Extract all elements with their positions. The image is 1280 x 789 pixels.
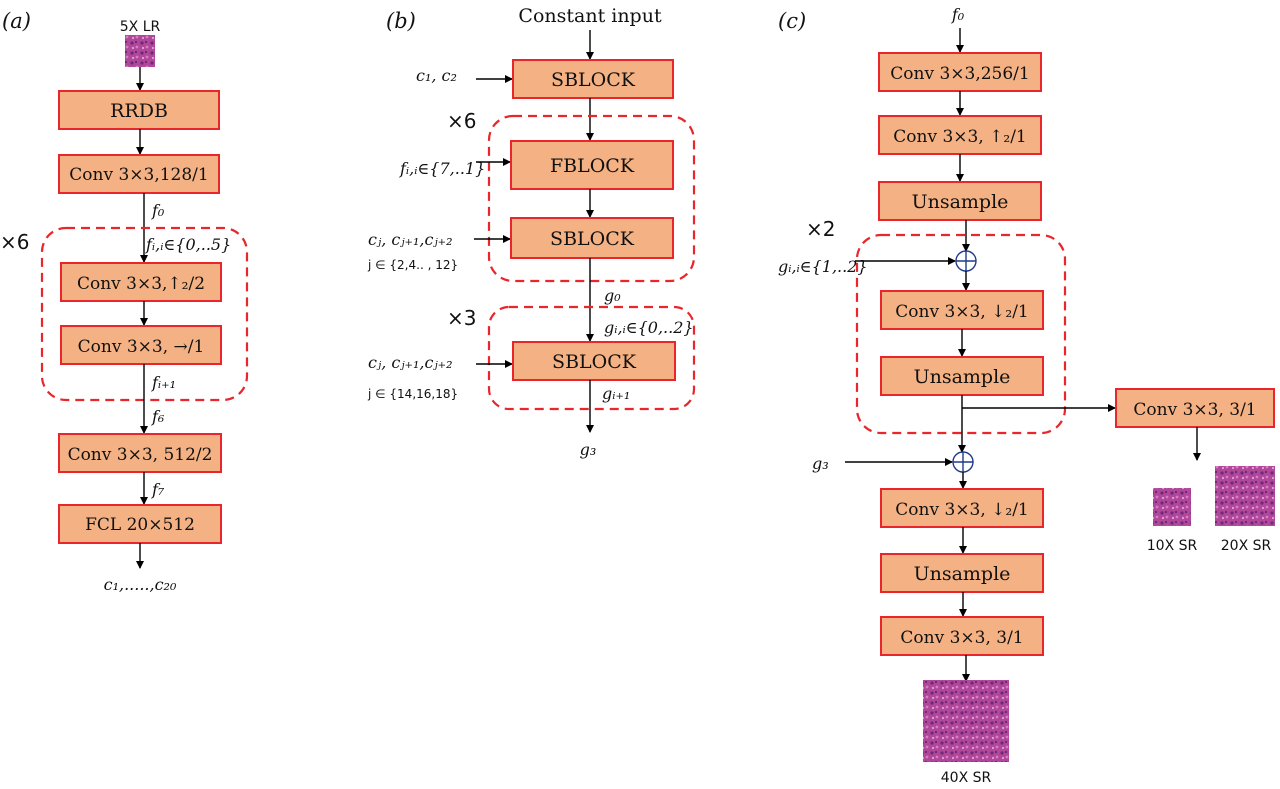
panel-a: (a) 5X LR RRDB Conv 3×3,128/1 f₀ ×6 fᵢ,ᵢ… (0, 9, 249, 594)
cj1-label: cⱼ, cⱼ₊₁,cⱼ₊₂ (368, 230, 453, 249)
repeat-2-label: ×2 (806, 217, 835, 241)
conv-512-label: Conv 3×3, 512/2 (68, 445, 213, 465)
conv-128-label: Conv 3×3,128/1 (69, 165, 208, 185)
unsample-3-block (880, 553, 1044, 593)
sr-10x-image (1153, 488, 1191, 526)
f0-c-label: f₀ (951, 5, 965, 24)
fi-b-label: fᵢ,ᵢ∈{7,..1} (399, 159, 485, 178)
sblock-3 (512, 341, 676, 381)
gi-b-label: gᵢ,ᵢ∈{0,..2} (604, 318, 694, 337)
sblock-2-label: SBLOCK (550, 228, 635, 250)
gi1-label: gᵢ₊₁ (602, 384, 630, 403)
conv-final-block (880, 616, 1044, 656)
repeat-group-b2 (487, 305, 696, 411)
repeat-group-c (855, 233, 1067, 435)
sblock-1 (512, 59, 674, 99)
rrdb-block (58, 90, 220, 130)
unsample-1-label: Unsample (912, 191, 1009, 213)
conv-down-2-label: Conv 3×3, ↓₂/1 (895, 500, 1029, 520)
repeat-group-b1 (487, 114, 696, 283)
f0-label: f₀ (151, 201, 165, 220)
conv-final-label: Conv 3×3, 3/1 (900, 628, 1023, 648)
g0-label: g₀ (604, 286, 621, 305)
fblock (510, 140, 674, 190)
conv-256-label: Conv 3×3,256/1 (890, 64, 1029, 84)
add-node-2 (952, 451, 974, 473)
c12-label: c₁, c₂ (416, 66, 457, 85)
repeat-3-label: ×3 (447, 306, 476, 330)
conv-256-block (878, 52, 1042, 92)
conv-128-block (58, 154, 220, 194)
sr-40x-label: 40X SR (941, 770, 992, 786)
panel-b-tag: (b) (386, 9, 416, 33)
repeat-group-a (40, 226, 249, 402)
conv-512-block (58, 433, 222, 473)
g3-b-label: g₃ (580, 440, 597, 459)
f7-label: f₇ (151, 480, 165, 499)
sr-20x-label: 20X SR (1221, 538, 1272, 554)
j2-label: j ∈ {14,16,18} (367, 387, 458, 401)
conv-up-block (60, 262, 222, 302)
conv-right-label: Conv 3×3, →/1 (78, 337, 205, 357)
repeat-6-label: ×6 (0, 230, 29, 254)
conv-up-label: Conv 3×3,↑₂/2 (77, 274, 205, 294)
conv-down-1-label: Conv 3×3, ↓₂/1 (895, 302, 1029, 322)
fi-label: fᵢ,ᵢ∈{0,..5} (145, 235, 231, 254)
fcl-block (58, 504, 222, 544)
constant-input-label: Constant input (518, 5, 662, 27)
repeat-6-b-label: ×6 (447, 109, 476, 133)
a-output-label: c₁,.....,c₂₀ (104, 575, 177, 594)
lr-input-image (125, 35, 155, 67)
unsample-3-label: Unsample (914, 563, 1011, 585)
unsample-2-label: Unsample (914, 366, 1011, 388)
sr-20x-image (1215, 466, 1275, 526)
sr-40x-image (923, 680, 1009, 762)
sblock-3-label: SBLOCK (552, 351, 637, 373)
panel-c-tag: (c) (778, 9, 806, 33)
conv-down-1-block (880, 290, 1044, 330)
sblock-1-label: SBLOCK (551, 69, 636, 91)
g3-c-label: g₃ (812, 454, 829, 473)
f6-label: f₆ (151, 407, 165, 426)
panel-a-tag: (a) (2, 9, 31, 33)
lr-input-label: 5X LR (120, 19, 161, 35)
sblock-2 (510, 217, 674, 259)
sr-10x-label: 10X SR (1147, 538, 1198, 554)
fi1-label: fᵢ₊₁ (151, 373, 176, 392)
fcl-label: FCL 20×512 (85, 515, 195, 535)
fblock-label: FBLOCK (550, 155, 635, 177)
cj2-label: cⱼ, cⱼ₊₁,cⱼ₊₂ (368, 353, 453, 372)
gi-c-label: gᵢ,ᵢ∈{1,..2} (778, 257, 868, 276)
conv-side-block (1115, 388, 1275, 428)
j1-label: j ∈ {2,4.. , 12} (367, 258, 458, 272)
conv-down-2-block (880, 488, 1044, 528)
panel-b: (b) Constant input c₁, c₂ SBLOCK ×6 fᵢ,ᵢ… (367, 5, 696, 459)
unsample-1-block (878, 181, 1042, 221)
conv-right-block (60, 325, 222, 365)
add-node-1 (955, 250, 977, 272)
conv-side-label: Conv 3×3, 3/1 (1133, 400, 1256, 420)
panel-c: (c) f₀ Conv 3×3,256/1 Conv 3×3, ↑₂/1 Uns… (778, 5, 1275, 786)
conv-up2-label: Conv 3×3, ↑₂/1 (893, 127, 1027, 147)
rrdb-label: RRDB (110, 100, 168, 122)
